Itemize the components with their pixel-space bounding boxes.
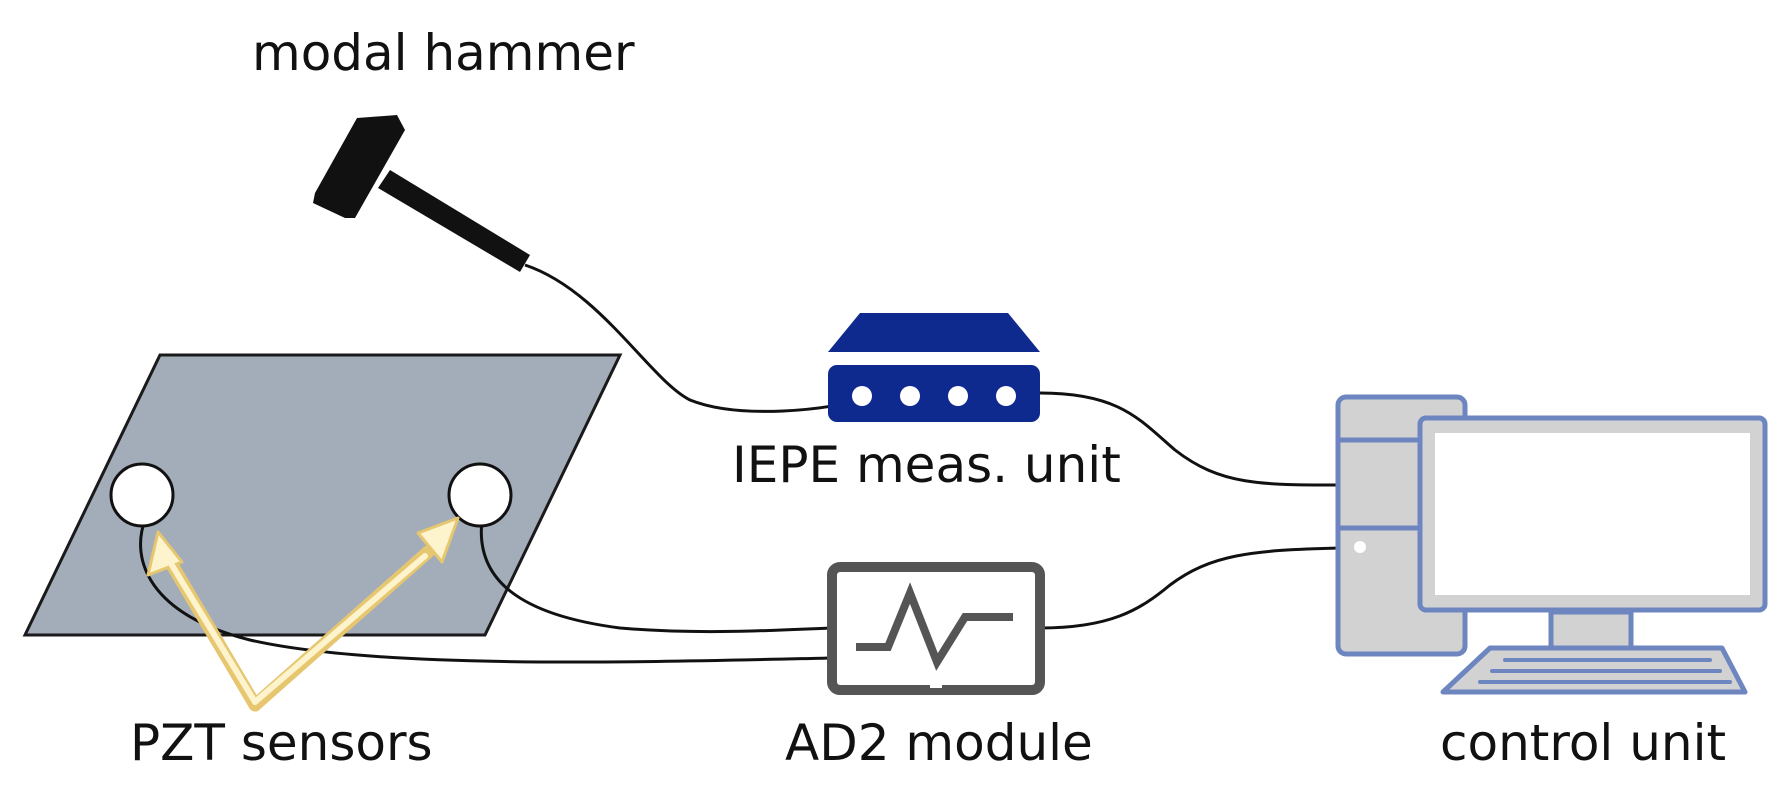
keyboard-keys xyxy=(1478,658,1732,684)
measurement-unit-icon xyxy=(828,313,1040,422)
cable-hammer-iepe xyxy=(524,263,869,413)
iepe-lid xyxy=(828,313,1040,352)
iepe-socket-2 xyxy=(900,386,920,406)
tower-led xyxy=(1354,541,1366,553)
label-ad2-module: AD2 module xyxy=(785,714,1093,772)
hammer-handle xyxy=(378,170,530,272)
label-control-unit: control unit xyxy=(1440,714,1726,772)
cable-sensor-right-ad2 xyxy=(479,519,833,634)
monitor-screen xyxy=(1435,433,1750,595)
iepe-socket-1 xyxy=(852,386,872,406)
label-pzt-sensors: PZT sensors xyxy=(130,714,433,772)
pzt-sensor-left xyxy=(109,462,175,528)
monitor-stand xyxy=(1548,609,1634,651)
hammer-icon xyxy=(313,115,530,272)
iepe-body xyxy=(828,365,1040,422)
desktop-computer-icon xyxy=(1335,394,1768,695)
label-modal-hammer: modal hammer xyxy=(252,24,635,82)
cable-ad2-computer xyxy=(1039,546,1341,630)
iepe-socket-3 xyxy=(948,386,968,406)
iepe-socket-4 xyxy=(996,386,1016,406)
arrow-head-right xyxy=(416,516,460,564)
label-iepe-unit: IEPE meas. unit xyxy=(732,436,1121,494)
ad2-waveform xyxy=(856,582,1013,671)
pzt-sensor-right xyxy=(447,462,513,528)
ad2-indicator xyxy=(930,683,942,688)
hammer-head xyxy=(313,115,405,218)
ad2-frame xyxy=(827,562,1045,695)
cable-iepe-computer xyxy=(1039,391,1341,487)
pzt-arrows xyxy=(146,516,460,712)
oscilloscope-module-icon xyxy=(827,562,1045,695)
